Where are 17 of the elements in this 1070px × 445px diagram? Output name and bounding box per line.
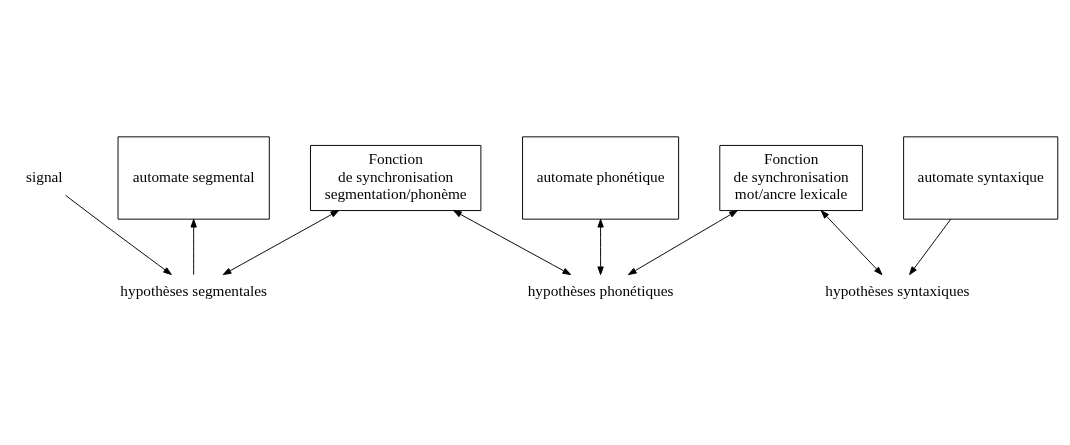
node-box: Fonction de synchronisation mot/ancre lexicale [719,144,863,211]
node-text: hypothèses segmentales [120,281,267,299]
arrow [453,209,572,275]
arrow [820,209,883,275]
node-box: automate segmental [117,135,270,220]
arrow [597,218,604,275]
node-text: hypothèses syntaxiques [825,281,970,299]
arrow [909,218,952,275]
node-text: signal [26,167,63,185]
node-box: automate phonétique [522,135,680,220]
node-box: Fonction de synchronisation segmentation/phonème [310,144,482,211]
arrow [627,209,738,275]
node-box: automate syntaxique [903,135,1059,220]
arrow [222,209,340,275]
arrow [65,194,172,275]
arrow [190,218,197,275]
node-text: hypothèses phonétiques [527,281,674,299]
